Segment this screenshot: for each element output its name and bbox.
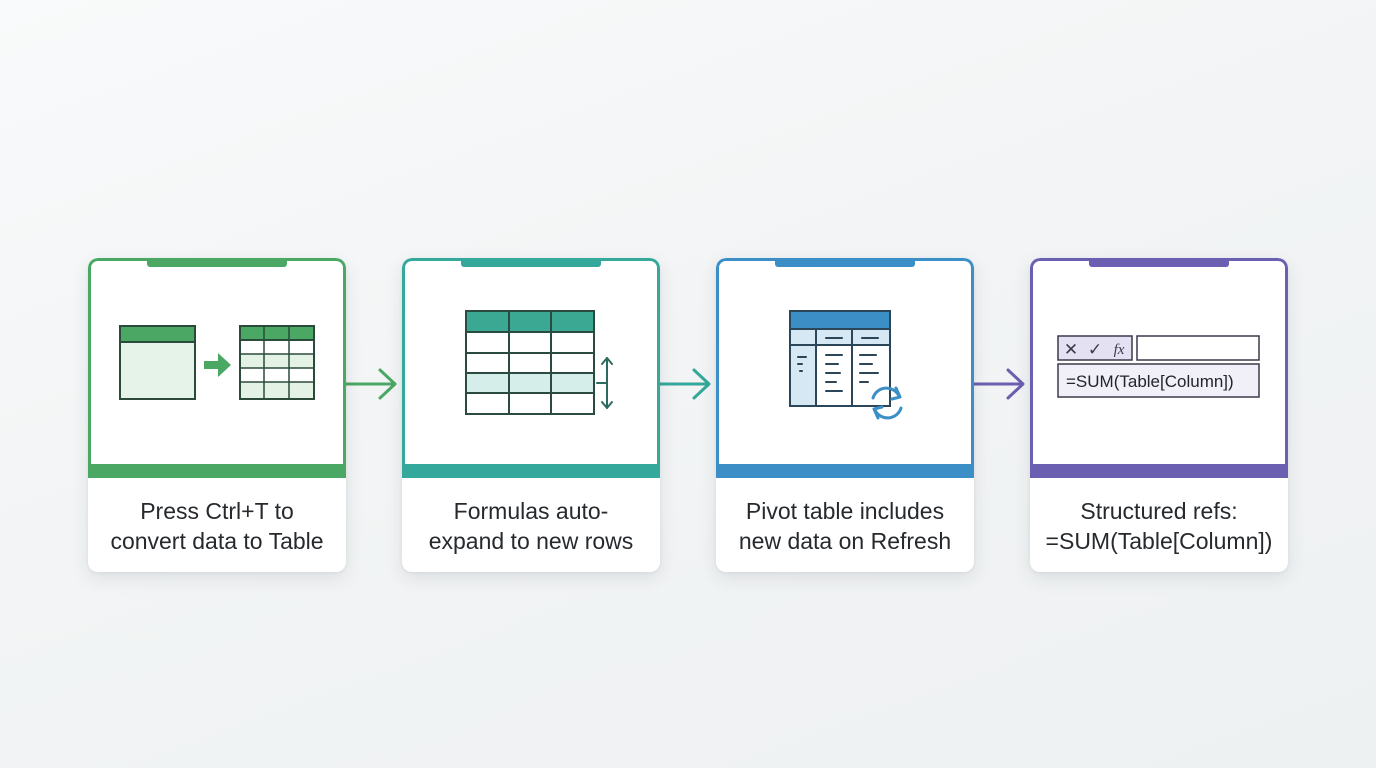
card-tab [461,258,601,267]
check-icon: ✓ [1088,340,1102,359]
caption-line: Pivot table includes [745,498,945,524]
card-tab [147,258,287,267]
card-band [1030,464,1288,478]
caption-line: expand to new rows [428,528,634,554]
caption-line: convert data to Table [110,528,324,554]
step-caption: Formulas auto- expand to new rows [410,496,652,556]
expand-arrow-icon [596,357,613,409]
caption-line: =SUM(Table[Column]) [1045,528,1273,554]
formula-bar-icon: ✕ ✓ fx =SUM(Table[Column]) [1057,335,1260,398]
caption-line: new data on Refresh [738,528,952,554]
card-tab [775,258,915,267]
formula-text: =SUM(Table[Column]) [1066,372,1234,391]
card-band [402,464,660,478]
pivot-table-icon [789,310,903,420]
step-card-structured: ✕ ✓ fx =SUM(Table[Column]) Structured re… [1030,258,1288,572]
card-tab [1089,258,1229,267]
caption-line: Formulas auto- [453,498,609,524]
step-card-convert: Press Ctrl+T to convert data to Table [88,258,346,572]
range-to-table-icon [119,325,315,400]
cancel-icon: ✕ [1064,340,1078,359]
connector-arrow-3 [972,368,1025,400]
connector-arrow-2 [658,368,711,400]
fx-icon: fx [1114,342,1125,358]
caption-line: Structured refs: [1080,498,1238,524]
auto-expand-table-icon [465,310,613,415]
step-caption: Pivot table includes new data on Refresh [724,496,966,556]
step-card-formulas: Formulas auto- expand to new rows [402,258,660,572]
step-card-pivot: Pivot table includes new data on Refresh [716,258,974,572]
card-band [88,464,346,478]
connector-arrow-1 [344,368,397,400]
step-caption: Structured refs: =SUM(Table[Column]) [1038,496,1280,556]
step-caption: Press Ctrl+T to convert data to Table [96,496,338,556]
caption-line: Press Ctrl+T to [140,498,294,524]
refresh-icon [871,386,903,420]
card-band [716,464,974,478]
